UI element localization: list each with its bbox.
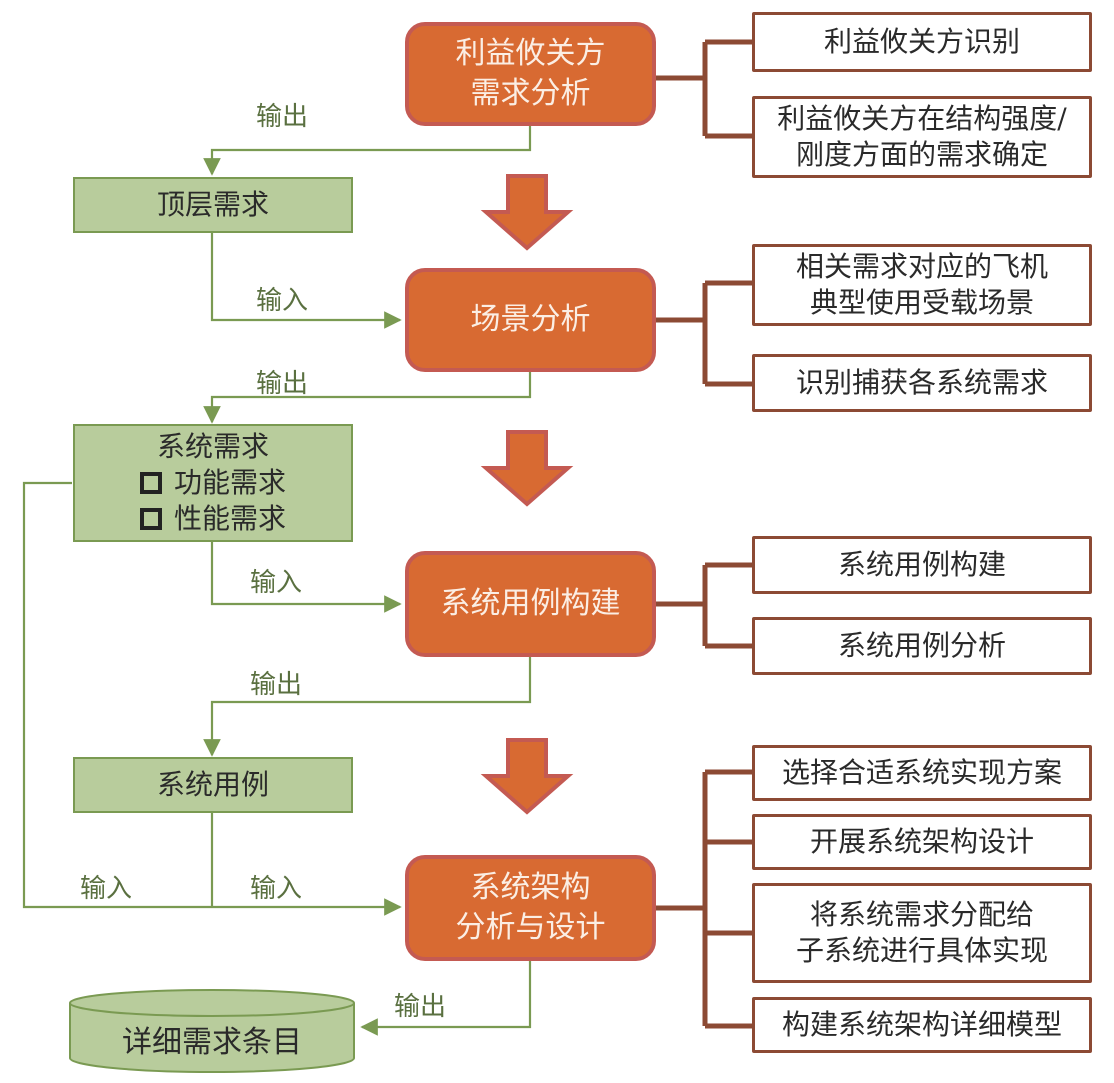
process-label: 系统用例构建 (440, 586, 621, 621)
process-label-line: 需求分析 (470, 76, 591, 111)
big-down-arrow-1 (480, 174, 574, 251)
detail-label-line: 典型使用受载场景 (809, 286, 1034, 319)
flow-label-input: 输入 (80, 874, 133, 904)
detail-stakeholder-strength-stiffness-needs: 利益攸关方在结构强度/ 刚度方面的需求确定 (752, 96, 1092, 178)
flow-label-output: 输出 (256, 102, 309, 132)
detail-label: 构建系统架构详细模型 (781, 1008, 1062, 1041)
flow-label-input: 输入 (250, 874, 303, 904)
flow-label-output: 输出 (394, 992, 447, 1022)
artifact-title: 系统需求 (156, 430, 269, 463)
square-bullet-icon (139, 472, 162, 494)
process-label-line: 系统架构 (470, 870, 591, 905)
square-bullet-icon (139, 508, 162, 530)
bullet-item: 功能需求 (139, 465, 286, 501)
detail-use-case-construction: 系统用例构建 (752, 536, 1092, 594)
process-system-architecture-analysis-design[interactable]: 系统架构 分析与设计 (405, 855, 656, 961)
process-system-use-case-construction[interactable]: 系统用例构建 (405, 551, 656, 657)
artifact-system-use-cases[interactable]: 系统用例 (73, 757, 353, 813)
detail-use-case-analysis: 系统用例分析 (752, 617, 1092, 675)
artifact-detailed-requirements[interactable]: 详细需求条目 (70, 1014, 354, 1064)
artifact-top-requirements[interactable]: 顶层需求 (73, 177, 353, 233)
detail-architecture-design: 开展系统架构设计 (752, 814, 1092, 870)
process-stakeholder-needs-analysis[interactable]: 利益攸关方 需求分析 (405, 22, 656, 126)
detail-detailed-model: 构建系统架构详细模型 (752, 997, 1092, 1053)
flow-label-input: 输入 (256, 286, 309, 316)
detail-label: 识别捕获各系统需求 (795, 366, 1048, 399)
bullet-item: 性能需求 (139, 501, 286, 537)
bullet-text: 性能需求 (173, 502, 286, 535)
detail-stakeholder-identification: 利益攸关方识别 (752, 12, 1092, 72)
flow-label-output: 输出 (250, 670, 303, 700)
detail-connectors (656, 39, 752, 1029)
detail-label-line: 刚度方面的需求确定 (795, 138, 1048, 171)
artifact-label: 详细需求条目 (122, 1025, 302, 1060)
artifact-label: 顶层需求 (156, 188, 269, 221)
detail-allocate-requirements: 将系统需求分配给 子系统进行具体实现 (752, 883, 1092, 983)
flow-label-output: 输出 (256, 369, 309, 399)
detail-typical-load-scenarios: 相关需求对应的飞机 典型使用受载场景 (752, 244, 1092, 326)
flow-label-input: 输入 (250, 568, 303, 598)
artifact-label: 系统用例 (156, 768, 269, 801)
detail-select-implementation: 选择合适系统实现方案 (752, 745, 1092, 801)
detail-label: 开展系统架构设计 (809, 825, 1034, 858)
detail-label: 系统用例构建 (837, 548, 1006, 581)
detail-label-line: 将系统需求分配给 (809, 898, 1034, 931)
flow-lines (22, 125, 532, 1036)
detail-capture-system-requirements: 识别捕获各系统需求 (752, 354, 1092, 412)
detail-label: 选择合适系统实现方案 (781, 756, 1062, 789)
big-down-arrow-2 (480, 430, 574, 507)
artifact-system-requirements[interactable]: 系统需求 功能需求 性能需求 (73, 424, 353, 542)
process-label-line: 利益攸关方 (455, 36, 606, 71)
process-label-line: 分析与设计 (455, 910, 606, 945)
detail-label: 利益攸关方识别 (823, 25, 1020, 58)
detail-label-line: 利益攸关方在结构强度/ (777, 102, 1067, 135)
detailed-requirements-cylinder (69, 989, 355, 1073)
process-label: 场景分析 (470, 302, 591, 337)
detail-label-line: 子系统进行具体实现 (795, 934, 1048, 967)
process-scenario-analysis[interactable]: 场景分析 (405, 268, 656, 372)
big-down-arrow-3 (480, 738, 574, 815)
detail-label: 系统用例分析 (837, 629, 1006, 662)
detail-label-line: 相关需求对应的飞机 (795, 250, 1048, 283)
bullet-text: 功能需求 (173, 466, 286, 499)
